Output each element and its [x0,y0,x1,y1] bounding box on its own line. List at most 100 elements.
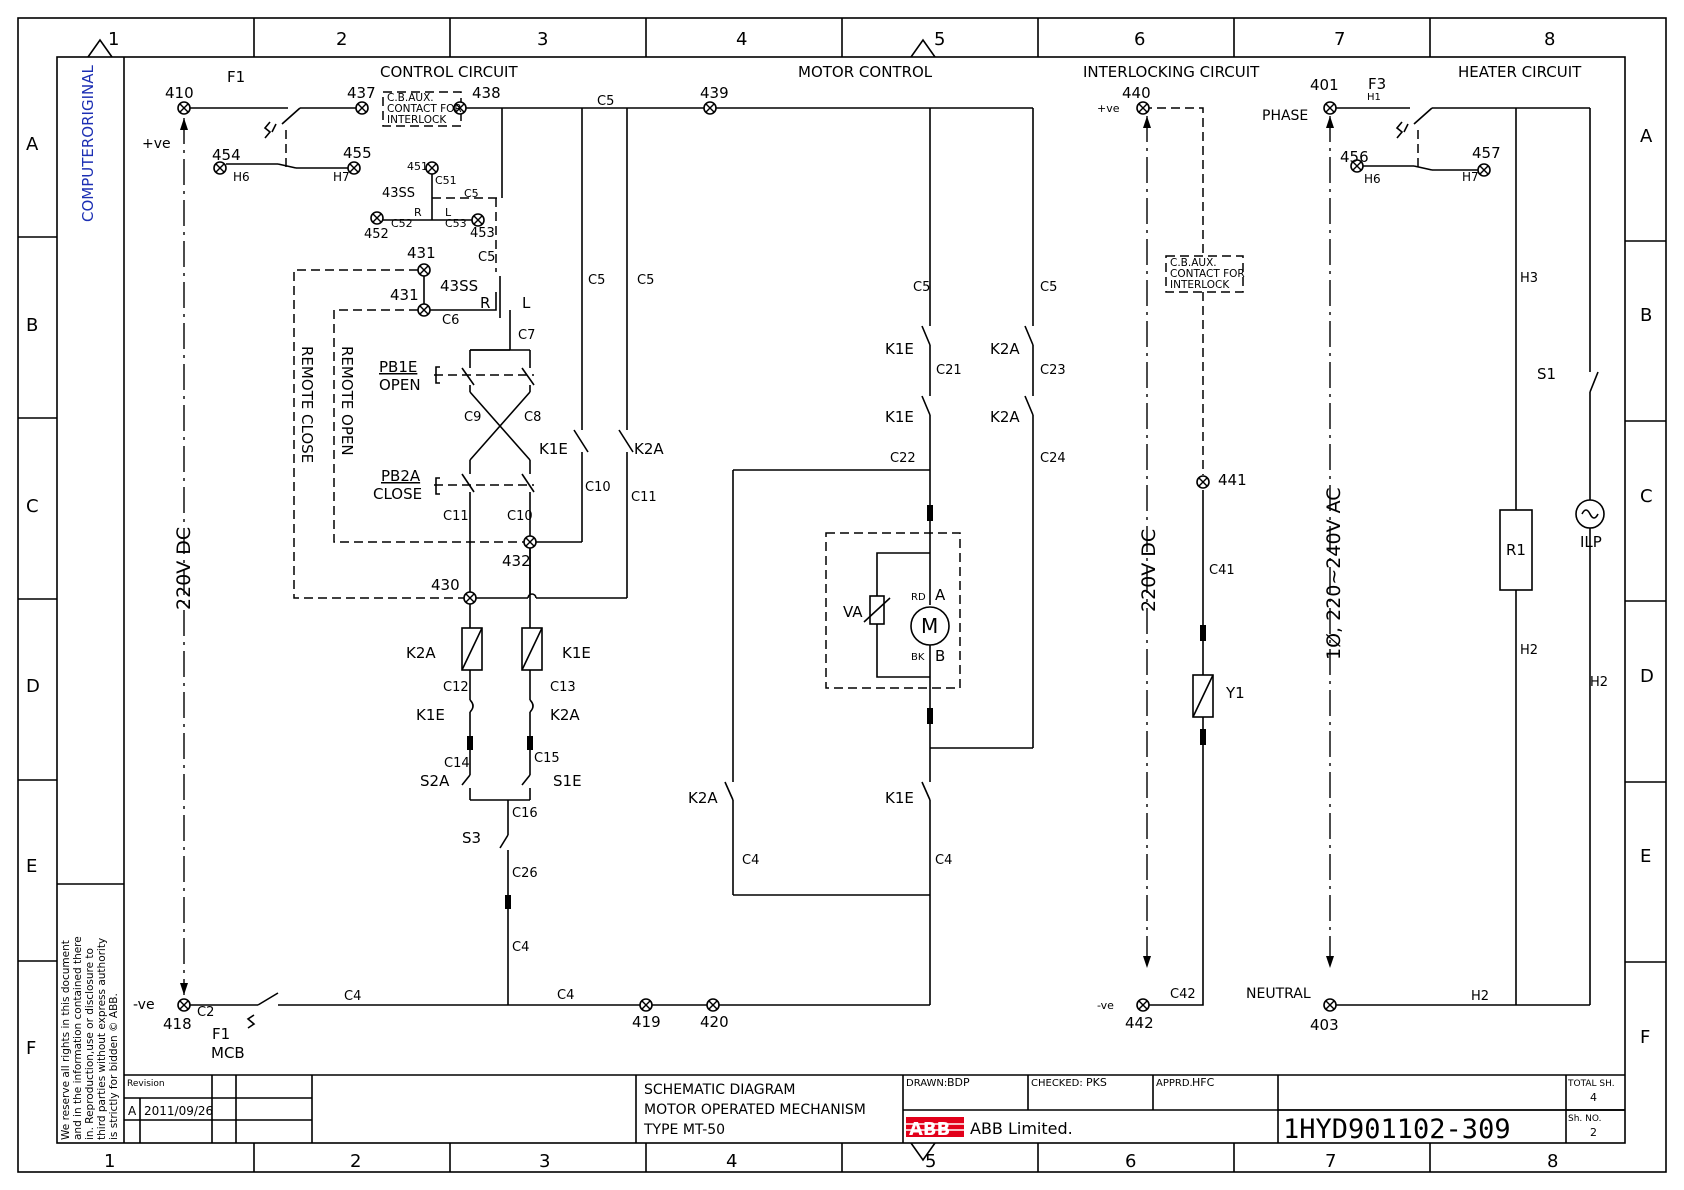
supply-labels: +ve -ve +ve -ve 220V DC 220V DC 1Ø, 220~… [133,102,1345,1013]
terminal-symbol [425,161,439,175]
terminal-455-label: 455 [343,144,372,162]
wire-label: C10 [585,480,611,495]
column-numbers-top: 1 2 3 4 5 6 7 8 [108,29,1555,50]
terminal-symbols [177,101,1491,1012]
row-letter: F [1640,1027,1650,1048]
terminal-437-label: 437 [347,84,376,102]
col-number: 3 [539,1151,550,1172]
abb-logo: ABB [906,1117,964,1140]
terminal-403-label: 403 [1310,1016,1339,1034]
limit-s2a-label: S2A [420,772,450,790]
col-number: 3 [537,29,548,50]
company-name: ABB Limited. [970,1119,1073,1138]
terminal-453-label: 453 [470,226,495,241]
terminal-symbol [1323,101,1337,115]
interlock-k2a-label: K2A [550,706,580,724]
terminal-439-label: 439 [700,84,729,102]
switch-s3-label: S3 [462,829,481,847]
row-letter: E [26,856,37,877]
wire-label: C5 [1040,280,1057,295]
col-number: 8 [1544,29,1555,50]
coil-k1e-label: K1E [562,644,591,662]
control-neg-label: -ve [133,997,155,1013]
selector-43ss-upper-label: 43SS [382,186,415,201]
terminal-labels: 410 437 438 439 454 455 451 452 453 431 … [163,76,1501,1034]
terminal-symbol [639,998,653,1012]
wire-label: C8 [524,410,541,425]
drawn-by-label: DRAWN: [906,1078,947,1089]
title-line-1: SCHEMATIC DIAGRAM [644,1082,795,1098]
row-letter: D [26,676,40,697]
terminal-451-label: 451 [407,160,428,173]
drawn-by-value: BDP [947,1076,970,1089]
row-letter: C [26,496,39,517]
fuse-f1-label: F1 [227,68,245,86]
cb-aux-box-interlock: C.B.AUX. CONTACT FOR INTERLOCK [1170,257,1245,291]
approved-by-label: APPRD. [1156,1078,1193,1089]
terminal-symbol [1477,163,1491,177]
wire-label: C21 [936,363,962,378]
row-letters-left: A B C D E F [26,134,40,1059]
neutral-label: NEUTRAL [1246,986,1311,1002]
col-number: 5 [925,1151,936,1172]
revision-letter: A [128,1104,137,1118]
wire-label: C52 [391,217,413,230]
notice-line: third parties without express authority [96,938,108,1140]
selector-l2-label: L [522,294,531,312]
row-letters-right: A B C D E F [1640,126,1654,1048]
wire-label: C4 [557,988,574,1003]
wire-label: C5 [478,250,495,265]
interlock-neg-label: -ve [1097,999,1114,1012]
wire-label: H3 [1520,271,1538,286]
terminal-symbol [177,998,191,1012]
mcb-label: MCB [211,1044,245,1062]
row-letter: A [26,134,39,155]
wire-label: C4 [344,989,361,1004]
wire-labels: C2 C4 C4 C4 C4 C4 C5 C5 C5 C5 C5 C5 C5 C… [197,92,1608,1020]
checked-by-label: CHECKED: [1031,1078,1083,1089]
terminal-symbol [370,211,384,225]
wire-label: H2 [1520,643,1538,658]
wire-label: C5 [588,273,605,288]
terminal-symbol [1323,998,1337,1012]
terminal-452-label: 452 [364,227,389,242]
column-numbers-bottom: 1 2 3 4 5 6 7 8 [104,1151,1558,1172]
wire-label: C11 [443,509,469,524]
terminal-symbol [453,101,467,115]
heater-r1-label: R1 [1506,541,1526,559]
col-number: 7 [1334,29,1345,50]
motor-b-label: B [935,647,945,665]
terminal-431-label: 431 [407,244,436,262]
wire-label: C26 [512,866,538,881]
fuse-f1-bottom-label: F1 [212,1025,230,1043]
terminal-410-label: 410 [165,84,194,102]
motor-k2a-lower-label: K2A [688,789,718,807]
row-letter: B [26,315,38,336]
col-number: 6 [1125,1151,1136,1172]
abb-logo-text: ABB [909,1119,950,1140]
total-sheets-value: 4 [1590,1091,1597,1104]
motor-k2a-contact-label: K2A [990,340,1020,358]
revision-header: Revision [127,1079,165,1089]
terminal-456-label: 456 [1340,148,1369,166]
col-number: 4 [736,29,747,50]
phase-label: PHASE [1262,108,1308,124]
interlock-pos-label: +ve [1097,102,1120,115]
remote-open-label: REMOTE OPEN [338,346,356,456]
cb-aux-line: C.B.AUX. [1170,257,1217,269]
wire-label: C14 [444,756,470,771]
wire-label: C24 [1040,451,1066,466]
row-letter: A [1640,126,1653,147]
terminal-symbol [1350,159,1364,173]
terminal-442-label: 442 [1125,1014,1154,1032]
component-labels: F1 F1 MCB F3 43SS 43SS R L R L PB1E OPEN… [211,68,1602,1062]
col-number: 1 [104,1151,115,1172]
wire-label: C5 [637,273,654,288]
notice-line: We reserve all rights in this document [60,940,72,1140]
revision-date: 2011/09/26 [144,1104,213,1118]
terminal-symbol [355,101,369,115]
switch-s1-label: S1 [1537,365,1556,383]
wire-label: H2 [1590,675,1608,690]
row-letter: D [1640,666,1654,687]
